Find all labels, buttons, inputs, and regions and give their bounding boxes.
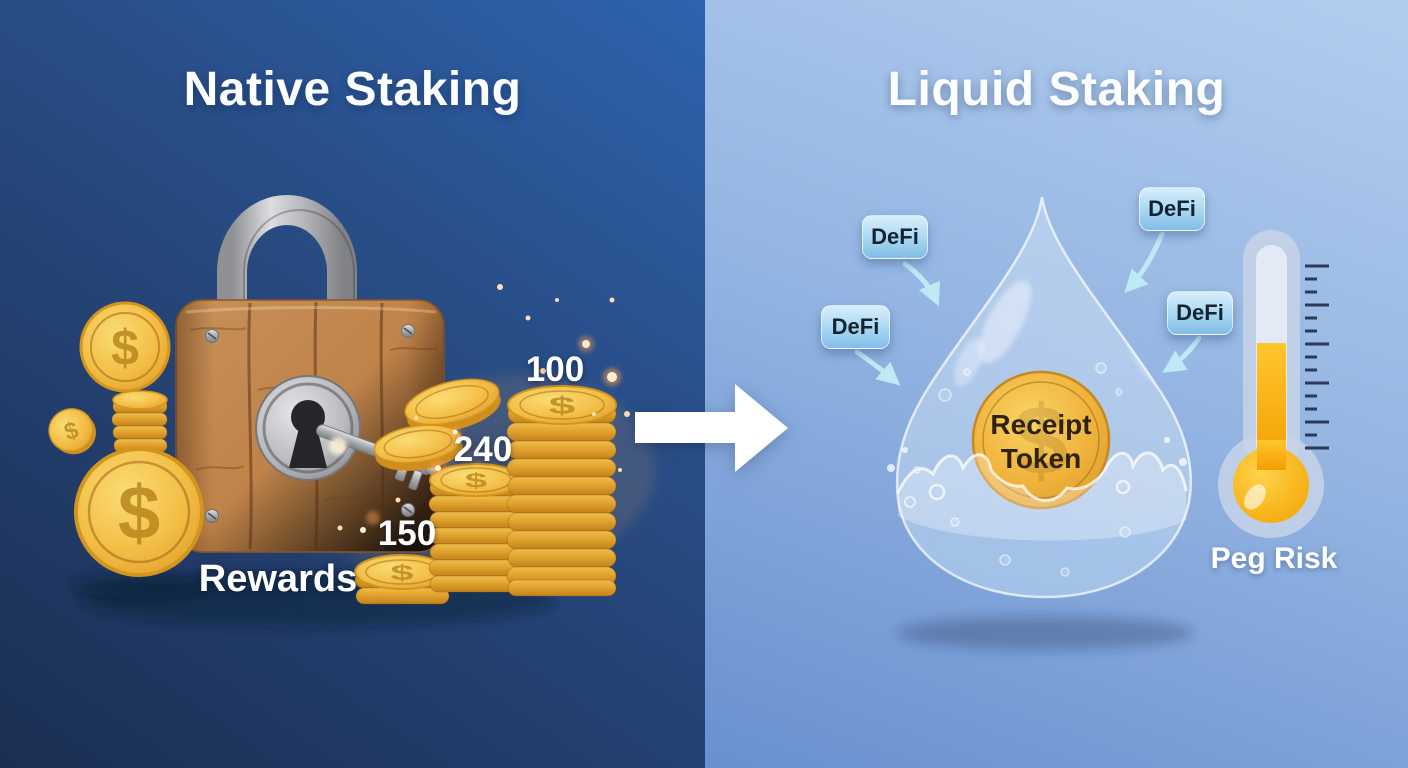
key-sparkle bbox=[329, 437, 347, 455]
stack-value-100: 100 bbox=[525, 350, 585, 389]
coin-icon: $ bbox=[48, 408, 97, 455]
droplet-shadow bbox=[897, 616, 1193, 650]
defi-arrow-icon bbox=[854, 231, 1202, 386]
coin-stack-icon bbox=[111, 390, 168, 453]
coin-shadow bbox=[70, 574, 210, 598]
water-droplet-icon: $ Receipt Token bbox=[887, 196, 1193, 599]
sparkles bbox=[337, 284, 630, 533]
coin-icon bbox=[404, 378, 501, 433]
coin-dollar: $ bbox=[1014, 385, 1069, 495]
stack-value-150: 150 bbox=[377, 514, 437, 553]
defi-badge: DeFi bbox=[862, 215, 928, 259]
defi-badge: DeFi bbox=[1167, 291, 1233, 335]
arrow-right-icon bbox=[635, 384, 788, 472]
native-staking-panel: Native Staking bbox=[0, 0, 705, 768]
thermometer-icon bbox=[1218, 230, 1329, 538]
thermometer-ticks bbox=[1305, 264, 1329, 450]
coin-stack-icon: $ bbox=[506, 385, 617, 597]
stack-value-240: 240 bbox=[453, 430, 513, 469]
native-staking-illustration: $ $ bbox=[48, 195, 655, 627]
defi-badge: DeFi bbox=[821, 305, 890, 349]
liquid-staking-panel: Liquid Staking bbox=[705, 0, 1408, 768]
water-splash bbox=[887, 437, 1188, 541]
coin-dollar: $ bbox=[549, 393, 576, 420]
coin-dollar: $ bbox=[465, 469, 488, 492]
coin-icon: $ bbox=[79, 301, 171, 393]
liquid-staking-title: Liquid Staking bbox=[887, 63, 1226, 116]
screw-icon bbox=[205, 324, 415, 523]
padlock-shackle-icon bbox=[217, 195, 357, 334]
keyhole-icon bbox=[255, 375, 361, 481]
receipt-token-line1: Receipt bbox=[990, 409, 1091, 440]
coin-dollar: $ bbox=[111, 320, 139, 376]
coin-dollar: $ bbox=[118, 471, 160, 556]
receipt-token-coin: $ Receipt Token bbox=[971, 370, 1111, 510]
liquid-staking-illustration: $ Receipt Token bbox=[854, 196, 1329, 650]
receipt-token-line2: Token bbox=[1001, 443, 1081, 474]
coin-stack-icon: $ bbox=[354, 554, 450, 605]
defi-badge: DeFi bbox=[1139, 187, 1205, 231]
rewards-label: Rewards bbox=[198, 558, 358, 600]
native-staking-title: Native Staking bbox=[183, 63, 522, 116]
coin-dollar: $ bbox=[390, 562, 413, 585]
coin-icon: $ bbox=[74, 447, 204, 577]
peg-risk-label: Peg Risk bbox=[1210, 542, 1338, 575]
